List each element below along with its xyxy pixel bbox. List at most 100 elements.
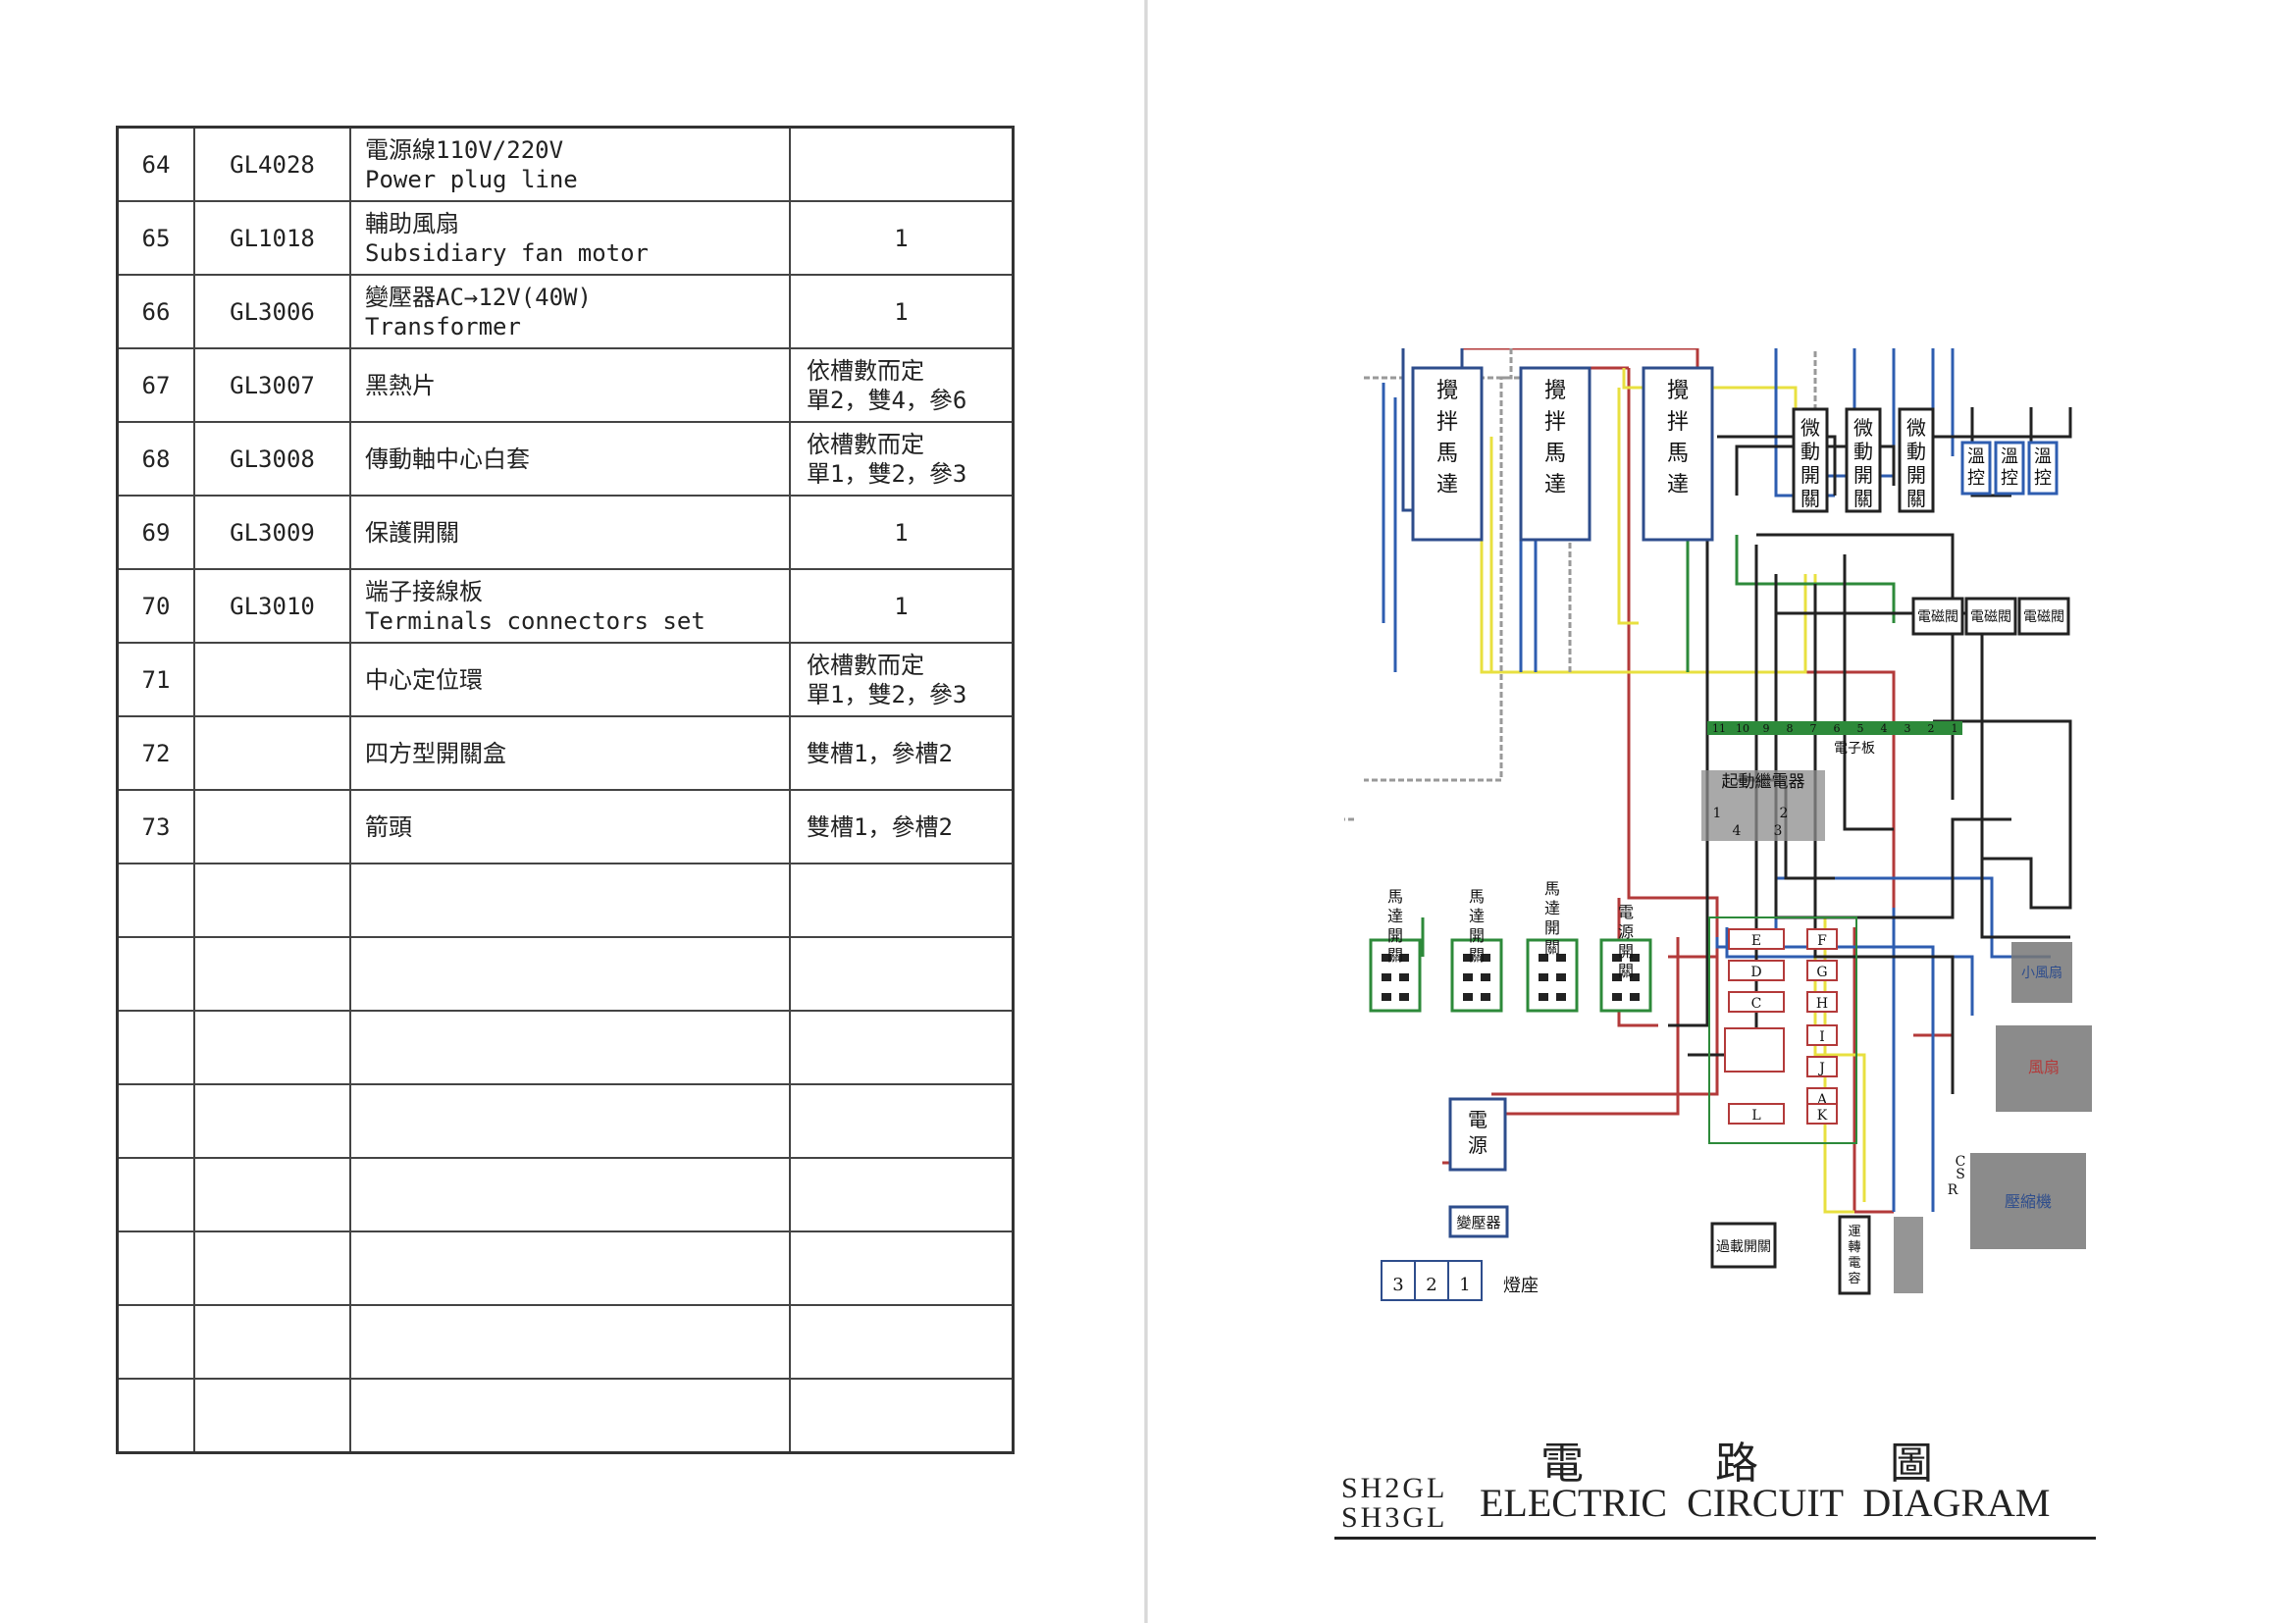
lamp-pin-label: 3 <box>1392 1275 1403 1295</box>
part-code-cell: GL3010 <box>193 568 351 644</box>
quantity-line: 單2，雙4，參6 <box>807 386 967 414</box>
part-number-cell: 64 <box>116 126 195 202</box>
compressor-label: 壓縮機 <box>2005 1192 2052 1211</box>
description-line: 保護開關 <box>365 518 459 547</box>
quantity-line: 1 <box>894 592 909 620</box>
terminal-box <box>1728 1103 1785 1125</box>
part-description-cell: 中心定位環 <box>349 642 791 717</box>
terminal-right-label: F <box>1817 933 1827 949</box>
part-quantity-cell <box>789 1304 1015 1380</box>
part-code-cell: GL3008 <box>193 421 351 497</box>
description-line: 輔助風扇 <box>365 209 459 237</box>
part-description-cell <box>349 863 791 938</box>
mixer-motor-label-3: 攪拌馬達 <box>1667 379 1689 497</box>
description-line: 變壓器AC→12V(40W) <box>365 283 592 311</box>
solenoid-valve-label-1: 電磁閥 <box>1917 609 1958 625</box>
title-zh-char-3: 圖 <box>1890 1439 1933 1489</box>
part-quantity-cell: 雙槽1，參槽2 <box>789 715 1015 791</box>
description-line: Transformer <box>365 312 521 340</box>
compressor-pin-label: C <box>1956 1154 1966 1170</box>
quantity-line: 依槽數而定 <box>807 651 924 679</box>
quantity-line: 1 <box>894 518 909 547</box>
description-line: 傳動軸中心白套 <box>365 445 530 473</box>
run-capacitor-label: 運轉電容 <box>1848 1225 1860 1286</box>
part-description-cell <box>349 1230 791 1306</box>
page-fold <box>1144 0 1148 1623</box>
part-number-cell: 73 <box>116 789 195 864</box>
terminal-left-label: L <box>1751 1108 1760 1124</box>
pcb-terminal-label: 2 <box>1928 722 1935 735</box>
mixer-motor-label-2: 攪拌馬達 <box>1544 379 1566 497</box>
title-zh-char-1: 電 <box>1540 1439 1584 1489</box>
part-quantity-cell <box>789 1230 1015 1306</box>
part-code-cell: GL3006 <box>193 274 351 349</box>
table-row: 71 中心定位環依槽數而定單1，雙2，參3 <box>116 642 1015 717</box>
part-quantity-cell <box>789 863 1015 938</box>
part-number-cell: 71 <box>116 642 195 717</box>
pcb-terminal-label: 5 <box>1857 722 1864 735</box>
start-relay-box <box>1701 770 1825 841</box>
description-line: 端子接線板 <box>365 577 483 605</box>
motor-switch-label-2: 馬達開關 <box>1469 887 1485 965</box>
quantity-line: 1 <box>894 297 909 326</box>
pcb-terminal-label: 1 <box>1952 722 1958 735</box>
part-description-cell <box>349 1083 791 1159</box>
overload-switch-box <box>1710 1222 1777 1269</box>
part-code-cell <box>193 936 351 1012</box>
part-description-cell <box>349 936 791 1012</box>
part-number-cell <box>116 1230 195 1306</box>
part-number-cell <box>116 1304 195 1380</box>
table-row <box>116 1378 1015 1454</box>
pcb-terminal-label: 7 <box>1810 722 1817 735</box>
part-code-cell: GL1018 <box>193 200 351 276</box>
part-quantity-cell <box>789 1378 1015 1454</box>
part-description-cell: 變壓器AC→12V(40W)Transformer <box>349 274 791 349</box>
part-number-cell: 70 <box>116 568 195 644</box>
fan-box <box>1996 1025 2092 1112</box>
table-row <box>116 936 1015 1012</box>
terminal-right-label: J <box>1817 1061 1825 1076</box>
terminal-left-label: C <box>1751 996 1762 1012</box>
part-code-cell: GL3009 <box>193 495 351 570</box>
terminal-b-box <box>1724 1027 1785 1073</box>
motor-switch-label-1: 馬達開關 <box>1387 887 1403 965</box>
description-line: 電源線110V/220V <box>365 135 564 164</box>
description-line: Subsidiary fan motor <box>365 238 649 267</box>
quantity-line: 依槽數而定 <box>807 430 924 458</box>
title-underline <box>1334 1537 2096 1540</box>
small-fan-label: 小風扇 <box>2021 966 2062 981</box>
part-number-cell <box>116 1010 195 1085</box>
transformer-box <box>1448 1205 1509 1238</box>
description-line: 黑熱片 <box>365 371 436 399</box>
terminal-box <box>1806 928 1838 950</box>
part-quantity-cell <box>789 1010 1015 1085</box>
table-row <box>116 1083 1015 1159</box>
part-code-cell <box>193 1230 351 1306</box>
compressor-pin-label: R <box>1948 1182 1958 1198</box>
model-number-1: SH2GL <box>1341 1472 1448 1504</box>
part-quantity-cell <box>789 936 1015 1012</box>
table-row <box>116 1304 1015 1380</box>
part-number-cell: 69 <box>116 495 195 570</box>
terminal-right-label: K <box>1817 1108 1828 1124</box>
pcb-board <box>1707 721 1962 735</box>
thermostat-label-2: 溫控 <box>2001 446 2018 489</box>
part-description-cell: 箭頭 <box>349 789 791 864</box>
run-capacitor-box <box>1838 1215 1871 1295</box>
quantity-line: 雙槽1，參槽2 <box>807 739 953 767</box>
relay-pin-label: 3 <box>1774 823 1783 839</box>
part-code-cell <box>193 642 351 717</box>
terminal-right-label: H <box>1816 996 1828 1012</box>
power-label: 電源 <box>1468 1108 1487 1157</box>
relay-pin-label: 1 <box>1713 806 1722 821</box>
part-number-cell: 66 <box>116 274 195 349</box>
part-quantity-cell: 依槽數而定單1，雙2，參3 <box>789 642 1015 717</box>
model-number-2: SH3GL <box>1341 1501 1448 1534</box>
